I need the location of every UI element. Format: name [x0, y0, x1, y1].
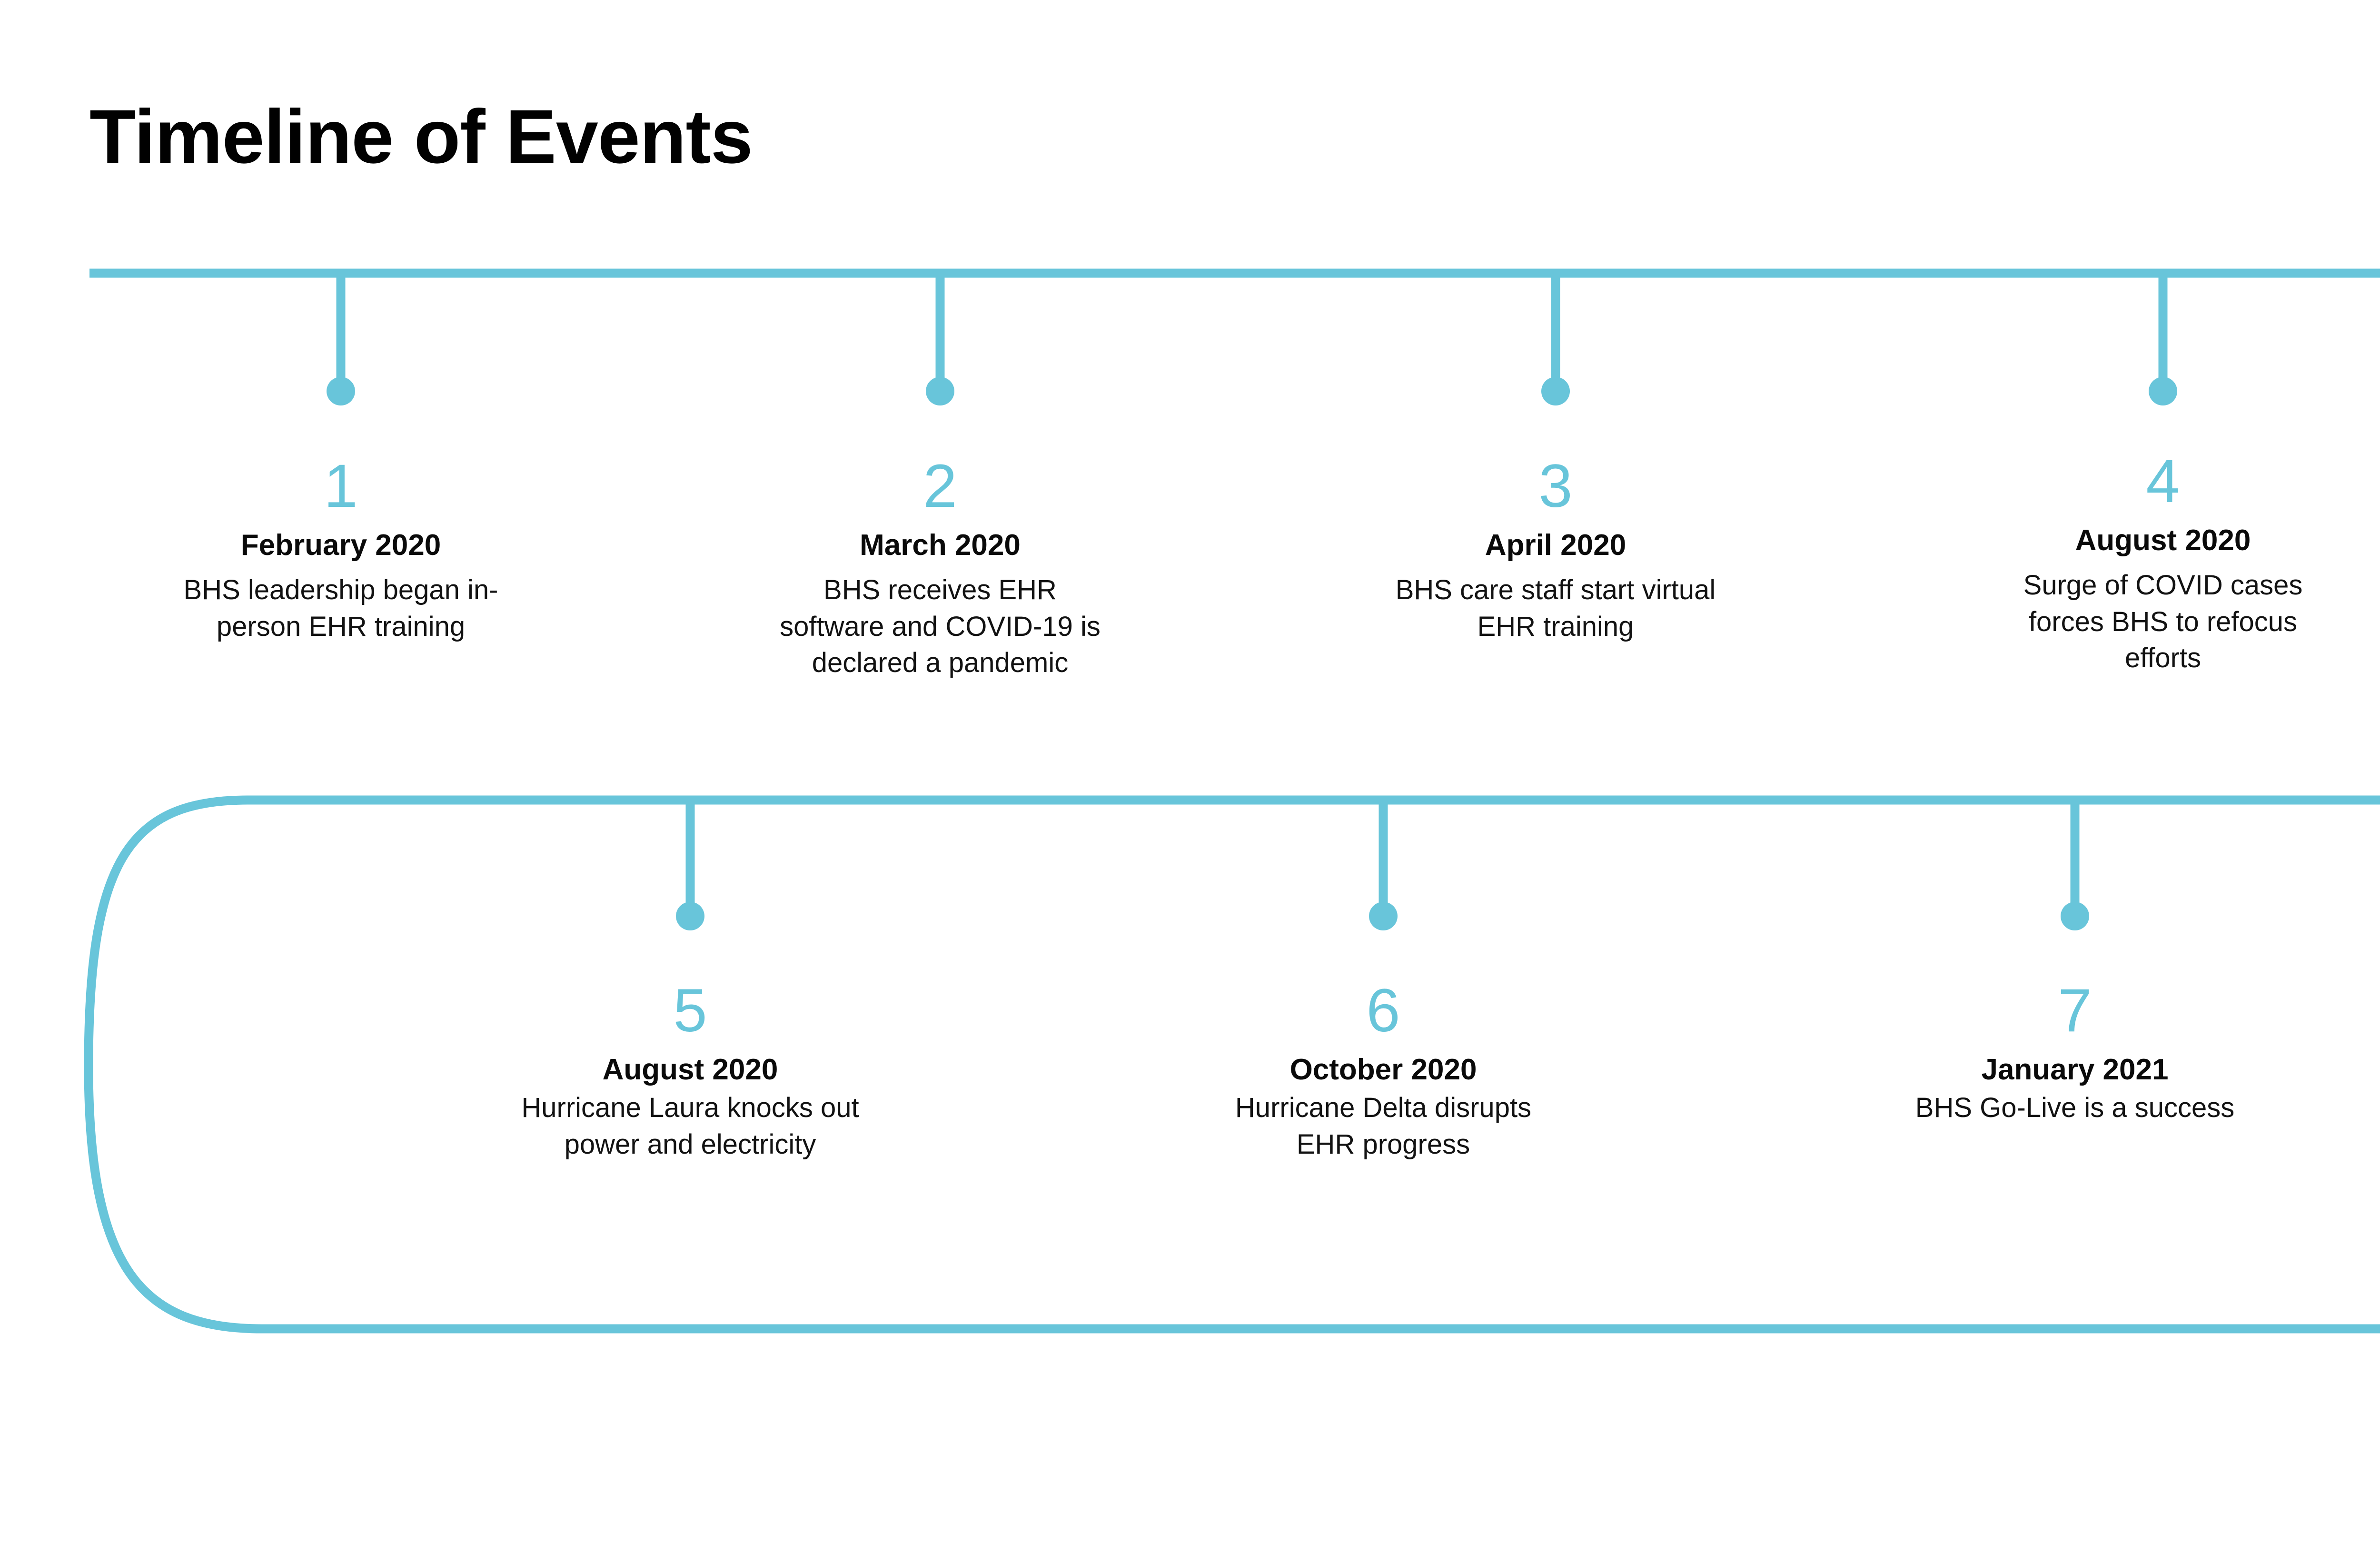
event-description: BHS leadership began in-person EHR train…	[183, 574, 498, 642]
event-number: 3	[1538, 452, 1573, 520]
event-date: February 2020	[240, 529, 441, 562]
timeline-event-1: 1 February 2020 BHS leadership began in-…	[150, 456, 531, 645]
timeline-event-4: 4 August 2020 Surge of COVID cases force…	[1973, 451, 2353, 677]
milestone-dot-5	[676, 902, 704, 930]
event-description: BHS receives EHR software and COVID-19 i…	[780, 574, 1101, 679]
milestone-dot-4	[2149, 377, 2177, 405]
event-description: Surge of COVID cases forces BHS to refoc…	[2023, 570, 2303, 674]
event-date: October 2020	[1289, 1053, 1477, 1086]
event-date: August 2020	[602, 1053, 778, 1086]
milestone-dot-3	[1541, 377, 1570, 405]
page-title: Timeline of Events	[89, 94, 753, 179]
timeline-event-5: 5 August 2020 Hurricane Laura knocks out…	[500, 980, 881, 1163]
event-number: 6	[1366, 977, 1400, 1045]
milestone-dot-1	[327, 377, 355, 405]
event-date: January 2021	[1981, 1053, 2169, 1086]
timeline-rail-path	[84, 268, 2380, 1334]
event-number: 2	[923, 452, 957, 520]
event-description: BHS Go-Live is a success	[1915, 1092, 2235, 1124]
milestone-dot-2	[926, 377, 954, 405]
milestone-dot-6	[1369, 902, 1398, 930]
milestone-dot-7	[2061, 902, 2089, 930]
event-date: August 2020	[2075, 524, 2251, 557]
event-number: 5	[673, 977, 707, 1045]
event-number: 1	[324, 452, 358, 520]
event-date: March 2020	[860, 529, 1021, 562]
event-number: 7	[2058, 977, 2092, 1045]
event-description: Hurricane Laura knocks out power and ele…	[521, 1092, 859, 1160]
event-description: BHS care staff start virtual EHR trainin…	[1395, 574, 1716, 642]
event-date: April 2020	[1485, 529, 1626, 562]
event-description: Hurricane Delta disrupts EHR progress	[1235, 1092, 1532, 1160]
timeline-event-7: 7 January 2021 BHS Go-Live is a success	[1884, 980, 2265, 1127]
timeline-event-2: 2 March 2020 BHS receives EHR software a…	[750, 456, 1130, 682]
timeline-event-3: 3 April 2020 BHS care staff start virtua…	[1365, 456, 1746, 645]
timeline-event-6: 6 October 2020 Hurricane Delta disrupts …	[1193, 980, 1574, 1163]
event-number: 4	[2146, 447, 2180, 515]
